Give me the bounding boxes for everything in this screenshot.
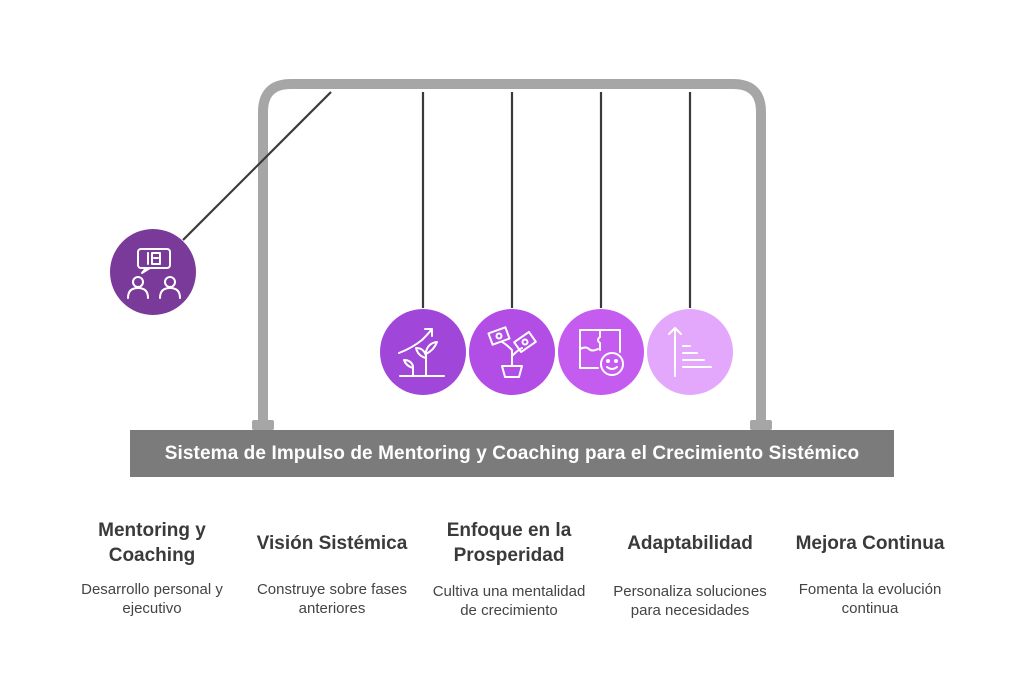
title-banner: Sistema de Impulso de Mentoring y Coachi…: [130, 430, 894, 477]
cradle-graphic: [110, 79, 772, 430]
column-description: Fomenta la evolución continua: [798, 581, 942, 617]
frame-foot-right: [750, 420, 772, 430]
growth-plant-icon: [398, 328, 445, 377]
column-description: Construye sobre fases anteriores: [256, 581, 408, 617]
column-title: Adaptabilidad: [627, 532, 753, 554]
column-description: Desarrollo personal y ejecutivo: [81, 581, 223, 617]
ball-adaptability: [558, 309, 644, 395]
column-mentoring: Mentoring y Coaching Desarrollo personal…: [67, 518, 237, 618]
ball-mentoring: [110, 229, 196, 315]
column-description: Cultiva una mentalidad de crecimiento: [432, 583, 586, 619]
ball-vision: [380, 309, 466, 395]
mentoring-conversation-icon: [127, 248, 181, 299]
column-adaptability: Adaptabilidad Personaliza soluciones par…: [605, 518, 775, 620]
column-vision: Visión Sistémica Construye sobre fases a…: [247, 518, 417, 618]
column-title: Mejora Continua: [795, 532, 945, 554]
column-improvement: Mejora Continua Fomenta la evolución con…: [785, 518, 955, 618]
frame-foot-left: [252, 420, 274, 430]
column-description: Personaliza soluciones para necesidades: [613, 583, 767, 619]
string-1: [182, 91, 332, 241]
ascending-bars-icon: [668, 327, 712, 377]
ball-prosperity: [469, 309, 555, 395]
puzzle-face-icon: [579, 329, 624, 376]
column-title: Mentoring y Coaching: [98, 520, 206, 566]
ball-improvement: [647, 309, 733, 395]
column-title: Visión Sistémica: [256, 532, 408, 554]
cradle-frame: [258, 79, 766, 424]
column-title: Enfoque en la Prosperidad: [446, 520, 572, 566]
page-title: Sistema de Impulso de Mentoring y Coachi…: [164, 442, 860, 464]
column-prosperity: Enfoque en la Prosperidad Cultiva una me…: [424, 518, 594, 620]
money-plant-icon: [487, 326, 537, 378]
